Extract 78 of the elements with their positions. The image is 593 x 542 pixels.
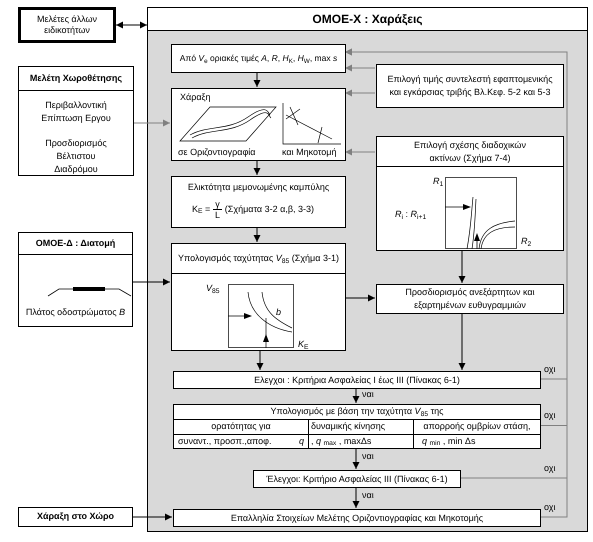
arrow xyxy=(458,250,466,284)
arrow xyxy=(132,514,172,520)
text-label: Προσδιορισμός Βέλτιστου Διαδρόμου xyxy=(44,137,108,176)
arrow xyxy=(254,226,260,242)
text-label: Ελεγχοι : Κριτήρια Ασφαλείας Ι έως ΙΙΙ (Πίνακας 6-1) xyxy=(254,374,460,386)
edge-label: ναι xyxy=(361,389,375,400)
text-label: Μελέτες άλλων ειδικοτήτων xyxy=(36,14,98,36)
fraction-denominator: L xyxy=(215,210,220,220)
arrow xyxy=(352,486,360,508)
arrow xyxy=(458,312,466,370)
text-label: R$_{2}$ xyxy=(521,235,532,248)
text-label: σε Οριζοντιογραφία xyxy=(178,146,256,159)
process-box xyxy=(173,509,541,527)
box-heading: Μελέτη Χωροθέτησης xyxy=(30,72,122,85)
arrow xyxy=(344,90,376,96)
edge-label: οχι xyxy=(543,364,556,375)
text-label: Ελικτότητα μεμονωμένης καμπύλης xyxy=(188,182,330,192)
edge-label: οχι xyxy=(543,410,556,421)
process-box xyxy=(376,64,564,108)
edge-label: οχι xyxy=(543,463,556,474)
arrow xyxy=(352,388,360,404)
text-label: R$_{i}$ : R$_{i+1}$ xyxy=(395,208,426,222)
edge-label: ναι xyxy=(361,451,375,462)
external-box xyxy=(18,7,116,43)
text-label: απορροής ομβρίων στάση, xyxy=(423,420,531,433)
process-box xyxy=(18,507,133,527)
arrow xyxy=(254,72,260,88)
text-label: b xyxy=(276,306,282,319)
study-box xyxy=(18,66,134,176)
text-label: Προσδιορισμός ανεξάρτητων και εξαρτημένων ευθυγραμμιών xyxy=(404,286,536,312)
text-label: Υπολογισμός ταχύτητας V$_{85}$ (Σχήμα 3-1) xyxy=(178,252,339,265)
arrow xyxy=(254,160,260,176)
text-label: V$_{85}$ xyxy=(206,282,220,296)
text-label: Έλεγχοι: Κριτήριο Ασφαλείας ΙΙΙ (Πίνακας 6-1) xyxy=(266,472,448,486)
text-label: Χάραξη xyxy=(180,91,211,104)
text-label: Από V$_{e}$ οριακές τιμές A, R, H$_{K}$, H$_{W}$, max s xyxy=(180,52,338,65)
arrow xyxy=(134,120,170,126)
text-label: και Μηκοτομή xyxy=(282,146,336,159)
process-box xyxy=(171,44,346,73)
text-label: ορατότητας για xyxy=(211,420,271,433)
arrow xyxy=(132,278,170,286)
frame-title: ΟΜΟΕ-Χ : Χαράξεις xyxy=(312,11,423,28)
text-label: (Σχήματα 3-2 α,β, 3-3) xyxy=(224,202,314,216)
process-box xyxy=(171,243,346,351)
edge-label: ναι xyxy=(361,490,375,501)
text-label: K$_{E}$ xyxy=(298,338,309,352)
text-label: δυναμικής κίνησης xyxy=(311,420,386,433)
arrow xyxy=(256,350,264,370)
box-heading: ΟΜΟΕ-Δ : Διατομή xyxy=(36,236,116,250)
text-label: , q $_{max}$ , maxΔs xyxy=(311,434,372,448)
arrow xyxy=(344,294,376,302)
text-label: Επιλογή σχέσης διαδοχικών ακτίνων (Σχήμα 7-4) xyxy=(413,138,527,164)
text-label: q $_{min}$ , min Δs xyxy=(422,434,476,448)
process-box xyxy=(173,371,541,389)
text-label: συναντ., προσπ.,αποφ. xyxy=(178,434,272,448)
calculation-table xyxy=(173,404,541,449)
text-label: Πλάτος οδοστρώματος B xyxy=(26,307,126,317)
arrow xyxy=(344,148,376,156)
text-label: Επιλογή τιμής συντελεστή εφαπτομενικής και εγκάρσιας τριβής Βλ.Κεφ. 5-2 και 5-3 xyxy=(386,73,554,99)
text-label: R$_{1}$ xyxy=(433,175,444,188)
text-label: q xyxy=(298,434,304,448)
text-label: Περιβαλλοντική Επίπτωση Εργου xyxy=(40,99,112,125)
arrow xyxy=(344,64,376,72)
text-label: Υπολογισμός με βάση την ταχύτητα V$_{85}$ της xyxy=(270,405,444,419)
process-box xyxy=(253,470,461,488)
process-box xyxy=(171,176,346,228)
edge-label: οχι xyxy=(543,502,556,513)
arrow xyxy=(116,22,148,28)
fraction-numerator: γ xyxy=(213,199,222,210)
text-label: Χάραξη στο Χώρο xyxy=(36,510,114,524)
process-box xyxy=(376,284,564,314)
text-label: K$_{E}$ = xyxy=(192,202,210,216)
text-label: Επαλληλία Στοιχείων Μελέτης Οριζοντιογραφίας και Μηκοτομής xyxy=(230,512,484,524)
process-box xyxy=(171,88,346,161)
arrow xyxy=(352,448,360,470)
cross-section-box xyxy=(18,232,133,327)
section-frame xyxy=(147,7,588,532)
process-box xyxy=(376,136,564,251)
